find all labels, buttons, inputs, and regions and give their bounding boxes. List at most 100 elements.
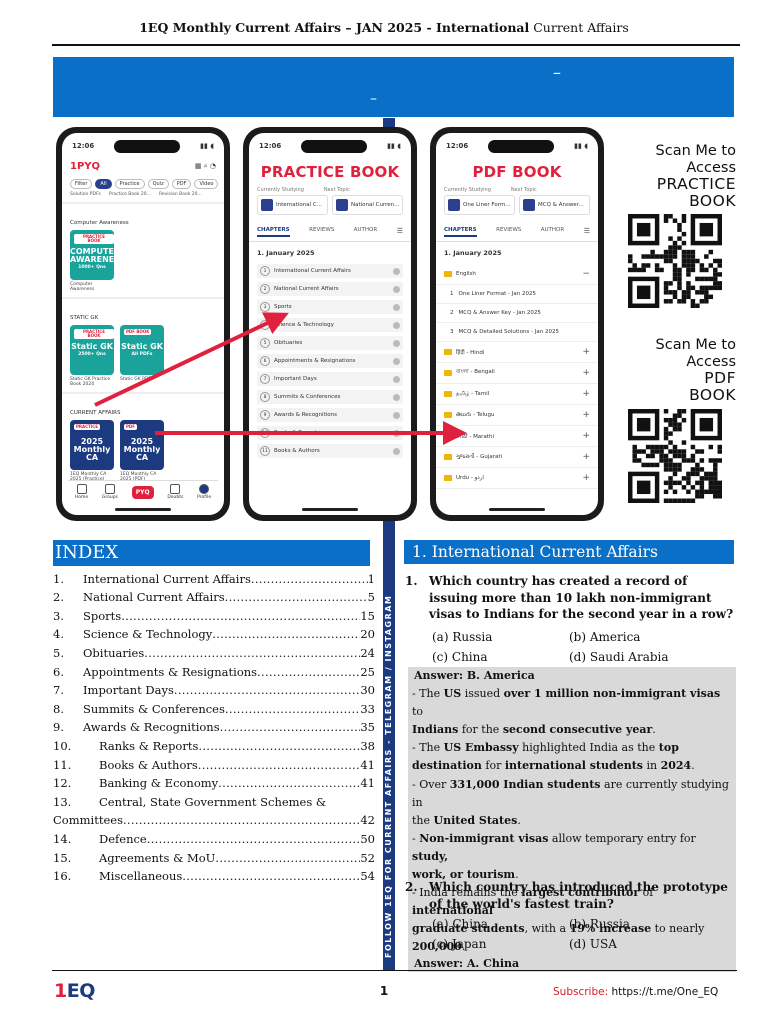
index-entry[interactable]: 5.Obituaries24: [53, 641, 375, 660]
nav-groups[interactable]: Groups: [102, 484, 118, 500]
qr-module: [677, 498, 682, 503]
chapter-label: International Current Affairs: [274, 268, 351, 274]
list-item[interactable]: Solution PDFs: [70, 192, 101, 197]
chip-video[interactable]: Video: [194, 179, 219, 189]
qr-module: [650, 444, 655, 450]
pdf-number: 2: [450, 310, 454, 316]
qr-finder: [636, 285, 651, 300]
subscribe-link[interactable]: https://t.me/One_EQ: [608, 986, 719, 998]
tab-chapters[interactable]: CHAPTERS: [444, 227, 477, 237]
index-entry[interactable]: 13.Central, State Government Schemes &: [53, 790, 375, 809]
index-entry[interactable]: 12.Banking & Economy41: [53, 772, 375, 790]
index-entry[interactable]: 11.Books & Authors41: [53, 753, 375, 772]
index-entry[interactable]: 2.National Current Affairs5: [53, 586, 375, 604]
qr-code-practice[interactable]: [628, 214, 722, 308]
tab-reviews[interactable]: REVIEWS: [496, 227, 522, 233]
current-topic-card[interactable]: One Liner Form...: [444, 195, 515, 215]
index-leader: [144, 646, 360, 660]
index-entry[interactable]: 16.Miscellaneous54: [53, 865, 375, 883]
expand-icon: +: [582, 431, 590, 441]
index-number: 11.: [53, 757, 72, 772]
nav-doubts[interactable]: Doubts: [167, 484, 183, 500]
qr-module: [713, 467, 718, 472]
chip-practice[interactable]: Practice: [114, 179, 145, 189]
folder-language[interactable]: Urdu - اردو+: [436, 468, 598, 489]
index-entry[interactable]: 10.Ranks & Reports38: [53, 734, 375, 753]
qr-module: [668, 485, 673, 490]
folder-language[interactable]: বাংলা - Bengali+: [436, 363, 598, 384]
tab-author[interactable]: AUTHOR: [540, 227, 565, 233]
option-a: (a) Russia: [432, 629, 493, 644]
qr-module: [663, 453, 669, 459]
qr-code-pdf[interactable]: [628, 409, 722, 503]
index-entry-continued[interactable]: Committees42: [53, 809, 375, 827]
qr-module: [677, 453, 682, 459]
list-item[interactable]: Revision Book 20...: [158, 192, 202, 197]
qr-module: [695, 489, 700, 495]
folder-language[interactable]: తెలుగు - Telugu+: [436, 405, 598, 426]
next-topic-card[interactable]: National Curren...: [332, 195, 403, 215]
subscribe-text: Subscribe: https://t.me/One_EQ: [553, 986, 718, 998]
chip-quiz[interactable]: Quiz: [147, 179, 169, 189]
filter-icon[interactable]: ☰: [583, 227, 590, 235]
index-entry[interactable]: 3.Sports15: [53, 604, 375, 623]
index-entry[interactable]: 8.Summits & Conferences33: [53, 697, 375, 716]
arrow-to-practice-book: [94, 312, 289, 407]
next-topic-card[interactable]: MCQ & Answer...: [519, 195, 590, 215]
qr-module: [699, 267, 705, 273]
folder-language[interactable]: हिंदी - Hindi+: [436, 342, 598, 363]
chip-pdf[interactable]: PDF: [171, 179, 192, 189]
index-entry[interactable]: 7.Important Days30: [53, 679, 375, 697]
qr-module: [663, 444, 669, 450]
chip-filter[interactable]: Filter: [70, 179, 93, 189]
tab-reviews[interactable]: REVIEWS: [309, 227, 335, 233]
screen-title: PDF BOOK: [472, 163, 562, 181]
index-entry[interactable]: 6.Appointments & Resignations25: [53, 660, 375, 679]
scan-line: Scan Me to: [655, 143, 736, 159]
list-item[interactable]: Practice Book 20...: [108, 192, 151, 197]
folder-language[interactable]: ગુજરાતી - Gujarati+: [436, 447, 598, 468]
search-icon[interactable]: ▦ ⌕ ◔: [194, 161, 216, 170]
index-entry[interactable]: 4.Science & Technology20: [53, 623, 375, 641]
qr-module: [677, 413, 682, 418]
qr-module: [677, 272, 682, 277]
nav-pyq[interactable]: PYQ: [131, 485, 154, 499]
nav-home[interactable]: Home: [75, 484, 88, 500]
index-entry[interactable]: 14.Defence50: [53, 827, 375, 846]
chip-all[interactable]: All: [95, 179, 112, 189]
folder-language[interactable]: தமிழ் - Tamil+: [436, 384, 598, 405]
qr-finder: [636, 222, 651, 237]
qr-module: [663, 218, 669, 223]
nav-profile[interactable]: Profile: [197, 484, 211, 500]
index-entry[interactable]: 9.Awards & Recognitions35: [53, 716, 375, 734]
tab-author[interactable]: AUTHOR: [353, 227, 378, 233]
tab-chapters[interactable]: CHAPTERS: [257, 227, 290, 237]
folder-english[interactable]: English−: [436, 264, 598, 285]
qr-module: [672, 245, 678, 250]
filter-icon[interactable]: ☰: [396, 227, 403, 235]
qr-module: [695, 462, 700, 468]
index-entry[interactable]: 15.Agreements & MoU52: [53, 846, 375, 865]
index-number: 3.: [53, 608, 64, 623]
current-topic-card[interactable]: International C...: [257, 195, 328, 215]
nav-label: Home: [74, 495, 89, 500]
qr-module: [690, 258, 696, 264]
